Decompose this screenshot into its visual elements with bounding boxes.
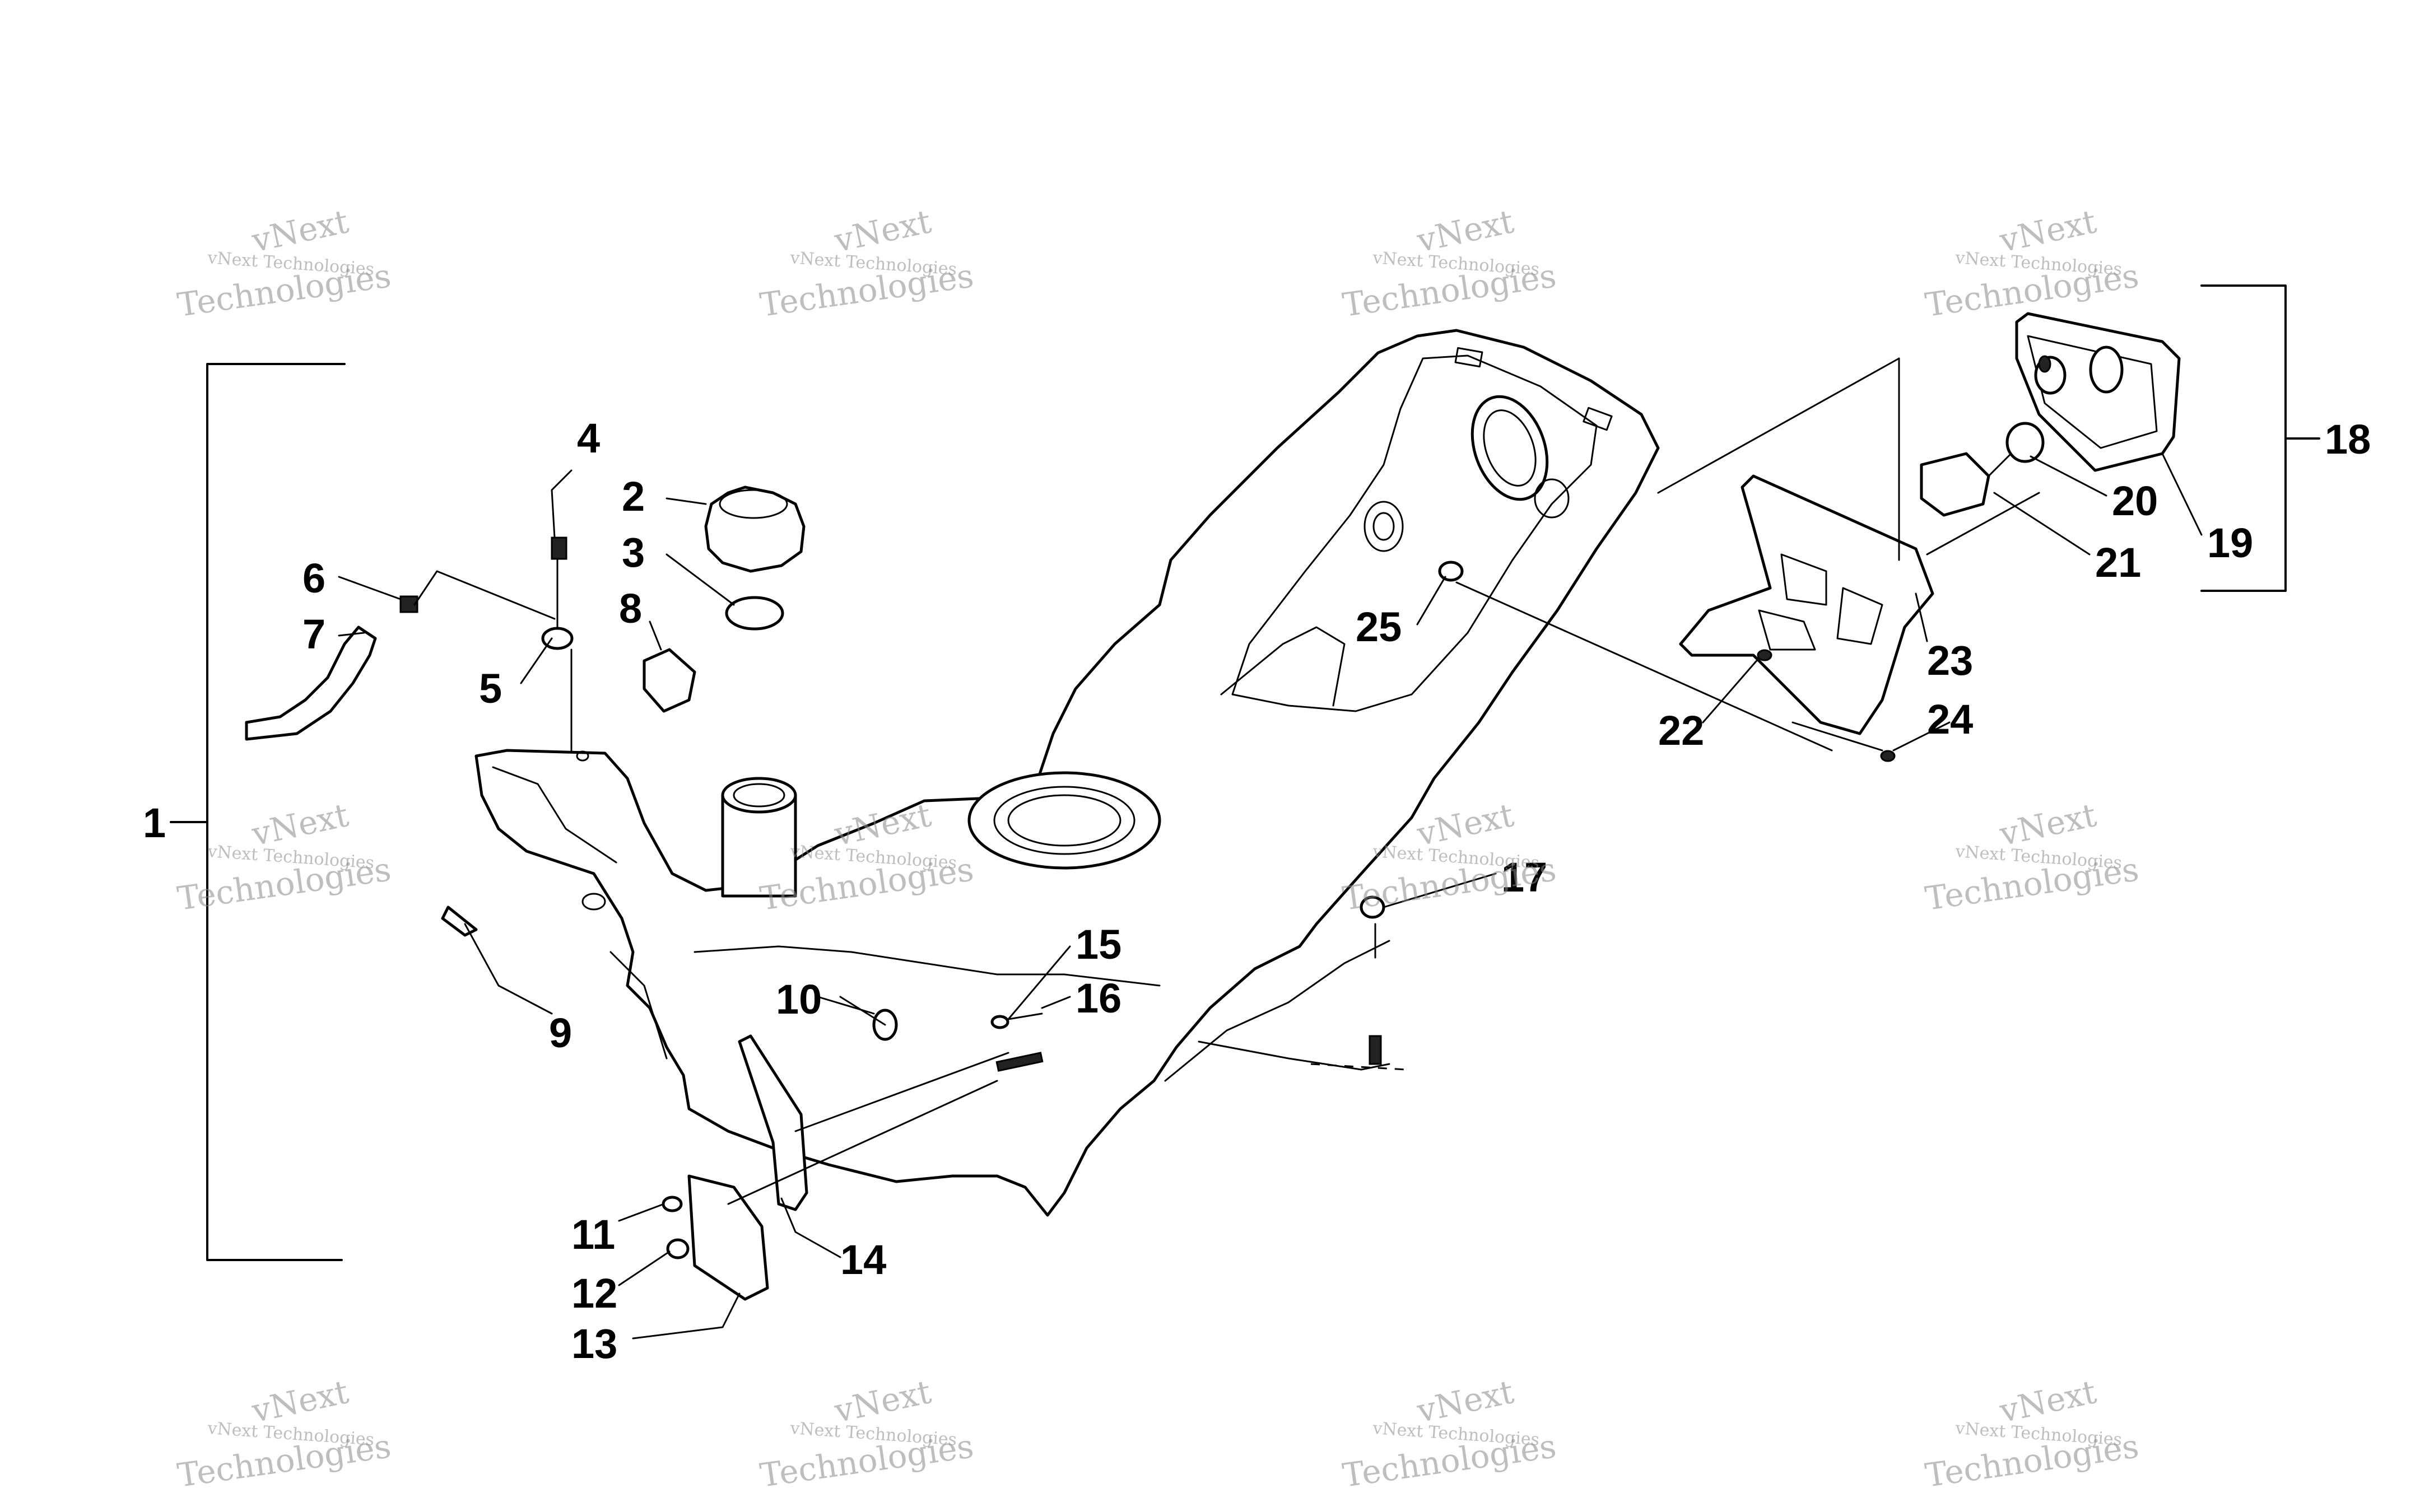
callout-4: 4 — [577, 415, 600, 461]
watermark: vNext vNext Technologies Technologies — [175, 1373, 393, 1495]
bracket-18 — [2200, 284, 2320, 592]
callout-8: 8 — [619, 585, 642, 632]
callout-10: 10 — [776, 976, 822, 1023]
watermark: vNext vNext Technologies Technologies — [175, 202, 393, 324]
o-ring — [725, 596, 784, 631]
callout-18: 18 — [2325, 416, 2371, 463]
watermark: vNext vNext Technologies Technologies — [1923, 1373, 2141, 1495]
watermark: vNext vNext Technologies Technologies — [1923, 796, 2141, 918]
fuel-tank — [474, 329, 1660, 1217]
callout-7: 7 — [302, 611, 325, 657]
callout-12: 12 — [571, 1270, 617, 1317]
callout-15: 15 — [1076, 921, 1121, 968]
callout-23: 23 — [1927, 637, 1973, 684]
svg-text:vNext: vNext — [248, 202, 352, 260]
callout-11: 11 — [571, 1211, 615, 1258]
watermark: vNext vNext Technologies Technologies — [1340, 202, 1558, 324]
callout-6: 6 — [302, 555, 325, 601]
callout-2: 2 — [622, 473, 645, 520]
license-bracket — [1657, 357, 2040, 762]
callout-24: 24 — [1927, 696, 1973, 743]
callout-14: 14 — [840, 1236, 886, 1283]
svg-text:vNext: vNext — [1413, 202, 1517, 260]
leader-lines — [338, 452, 2203, 1340]
watermark: vNext vNext Technologies Technologies — [757, 1373, 976, 1495]
bulb-socket — [1920, 422, 2045, 517]
watermark: vNext vNext Technologies Technologies — [1340, 1373, 1558, 1495]
svg-text:vNext: vNext — [831, 202, 934, 260]
svg-text:vNext: vNext — [1996, 1373, 2100, 1430]
fuel-cap — [704, 486, 806, 573]
drain-tube — [441, 906, 478, 937]
vent-hose — [245, 570, 556, 741]
callout-21: 21 — [2095, 539, 2141, 586]
callout-20: 20 — [2112, 478, 2158, 524]
callout-22: 22 — [1658, 707, 1704, 754]
callout-16: 16 — [1076, 975, 1121, 1021]
svg-text:vNext: vNext — [248, 796, 352, 853]
callout-19: 19 — [2207, 520, 2253, 566]
callout-17: 17 — [1501, 854, 1547, 900]
watermark: vNext vNext Technologies Technologies — [175, 796, 393, 918]
mounting-hardware — [1310, 561, 1833, 1071]
svg-text:vNext: vNext — [831, 1373, 934, 1430]
svg-text:vNext: vNext — [1413, 796, 1517, 853]
callout-13: 13 — [571, 1320, 617, 1367]
callout-3: 3 — [622, 529, 645, 576]
callout-labels: 1 2 3 4 5 6 7 8 9 10 11 12 13 14 15 16 1… — [143, 415, 2371, 1367]
tank-bracket — [662, 996, 1044, 1301]
bracket-1 — [170, 363, 346, 1261]
callout-1: 1 — [143, 800, 166, 846]
svg-text:vNext: vNext — [1413, 1373, 1517, 1430]
vent-valve — [541, 536, 574, 752]
svg-text:vNext: vNext — [1996, 796, 2100, 853]
tail-light — [2015, 312, 2181, 472]
fuel-sender-connector — [643, 648, 696, 713]
callout-5: 5 — [479, 665, 502, 712]
callout-25: 25 — [1356, 604, 1402, 650]
callout-9: 9 — [549, 1010, 572, 1056]
watermark: vNext vNext Technologies Technologies — [1923, 202, 2141, 324]
watermark: vNext vNext Technologies Technologies — [757, 202, 976, 324]
svg-text:vNext: vNext — [1996, 202, 2100, 260]
svg-text:vNext: vNext — [248, 1373, 352, 1430]
